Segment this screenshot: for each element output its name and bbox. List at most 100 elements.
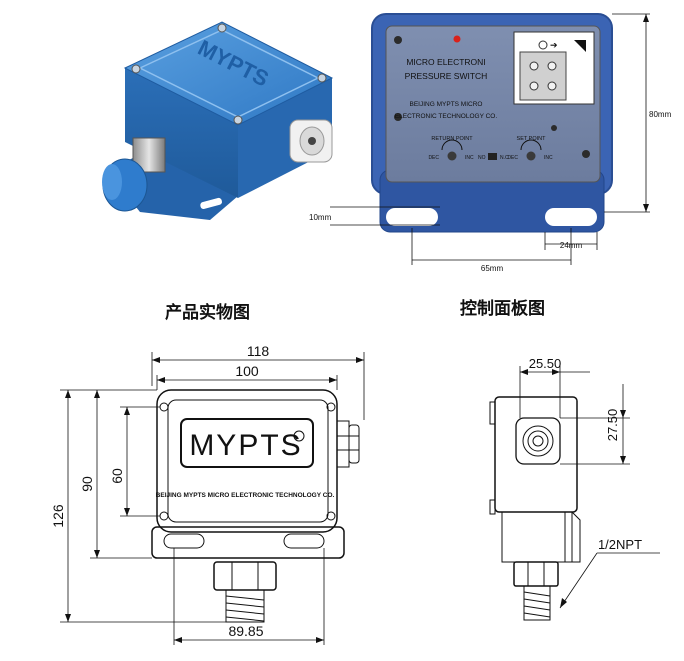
set-point-label: SET POINT [517,136,547,142]
side-base [501,511,573,563]
front-view-drawing [60,352,365,645]
front-brand-text: MYPTS [189,429,302,462]
photo-screw-icon [317,73,327,83]
side-bracket-flange [571,511,581,563]
side-view-drawing [489,366,660,621]
set-dec-label: DEC [507,155,518,161]
side-gland-hole [532,435,544,447]
front-hex-nut [213,561,277,591]
arrowhead-icon [316,637,324,643]
front-view-arrowheads [65,357,364,643]
panel-terminal-block [519,51,567,101]
front-screw-icon [159,511,169,521]
reset-arc-icon [441,139,463,151]
npt-label: 1/2NPT [598,537,642,552]
arrowhead-icon [94,550,100,558]
photo-box-right-face [238,78,332,198]
front-mount-base [151,526,345,559]
front-screw-icon [326,511,336,521]
panel-screw-icon [394,36,402,44]
side-thread-line [523,598,551,604]
panel-title-line1: MICRO ELECTRONI [406,57,485,67]
registered-mark-icon [293,430,305,442]
side-thread-line [523,605,551,611]
terminal-screw-icon [547,61,557,71]
panel-corner-mark-icon [574,40,586,52]
arrowhead-icon [329,377,337,383]
side-screw-head-bottom [489,499,496,515]
caption-product-photo: 产品实物图 [165,303,250,323]
arrowhead-icon [157,377,165,383]
front-thread-line [225,609,265,615]
side-gland-inner-ring [527,430,549,452]
front-gland-cap [348,424,360,464]
switch-indicator-icon [488,153,497,160]
arrowhead-icon [124,407,130,415]
photo-port-cap-face [102,164,122,200]
front-thread-line [225,602,265,608]
no-label: NO [478,155,486,161]
terminal-screw-icon [547,81,557,91]
arrowhead-icon [94,390,100,398]
photo-screw-icon [233,115,243,125]
photo-screw-icon [217,23,227,33]
dim-118-label: 118 [247,343,270,359]
terminal-screw-icon [529,61,539,71]
dim-8985-label: 89.85 [228,623,263,639]
set-arc-icon [520,139,542,151]
panel-company-line1: BEIJING MYPTS MICRO [410,101,483,108]
photo-box-front-face [125,68,238,198]
dim-60-label: 60 [109,468,125,484]
photo-screw-icon [131,64,141,74]
caption-control-panel: 控制面板图 [460,299,545,319]
panel-screw-icon [551,125,557,131]
side-hex-nut [513,561,559,587]
dim-65-label: 65mm [481,264,504,273]
arrowhead-icon [65,614,71,622]
arrowhead-icon [643,14,649,22]
panel-mount-slot-right [545,208,597,226]
dim-24-label: 24mm [560,241,583,250]
arrowhead-icon [643,204,649,212]
dim-80-label: 80mm [649,110,672,119]
front-lid-outline [167,399,329,523]
product-photo: MYPTS [102,21,334,220]
panel-led-icon [453,35,461,43]
front-brand-plate [180,418,314,468]
photo-mount-slot [200,197,222,210]
dim-10-label: 10mm [309,213,332,222]
arrowhead-icon [356,357,364,363]
front-thread-body [225,589,265,623]
set-inc-label: INC [544,155,553,161]
ground-symbol-icon [538,40,548,50]
panel-screw-icon [394,113,402,121]
nc-label: N.C [500,155,509,161]
side-thread-line [523,591,551,597]
side-gland-body [515,417,561,465]
set-point-knob-icon [526,151,536,161]
dim-100-label: 100 [235,363,259,379]
dim-2550-label: 25.50 [529,356,562,371]
side-screw-head-top [489,401,496,425]
arrowhead-icon [620,456,626,464]
arrowhead-icon [65,390,71,398]
front-screw-icon [159,402,169,412]
front-mount-slot-left [163,533,205,549]
side-gland-outer-ring [522,425,554,457]
panel-mount-slot-left [386,208,438,226]
front-thread-line [225,616,265,622]
arrowhead-icon [552,369,560,375]
panel-title-line2: PRESSURE SWITCH [405,71,488,81]
arrow-right-icon: ➔ [550,40,558,50]
arrowhead-icon [124,508,130,516]
dim-90-label: 90 [79,476,95,492]
photo-box-top [123,21,334,126]
control-panel-view: MICRO ELECTRONI PRESSURE SWITCH BEIJING … [309,13,672,273]
reset-inc-label: INC [465,155,474,161]
panel-company-line2: ELECTRONIC TECHNOLOGY CO. [395,113,498,120]
arrowhead-icon [152,357,160,363]
side-thread-line [523,612,551,618]
front-thread-line [225,595,265,601]
front-company-text: BEIJING MYPTS MICRO ELECTRONIC TECHNOLOG… [156,492,335,499]
